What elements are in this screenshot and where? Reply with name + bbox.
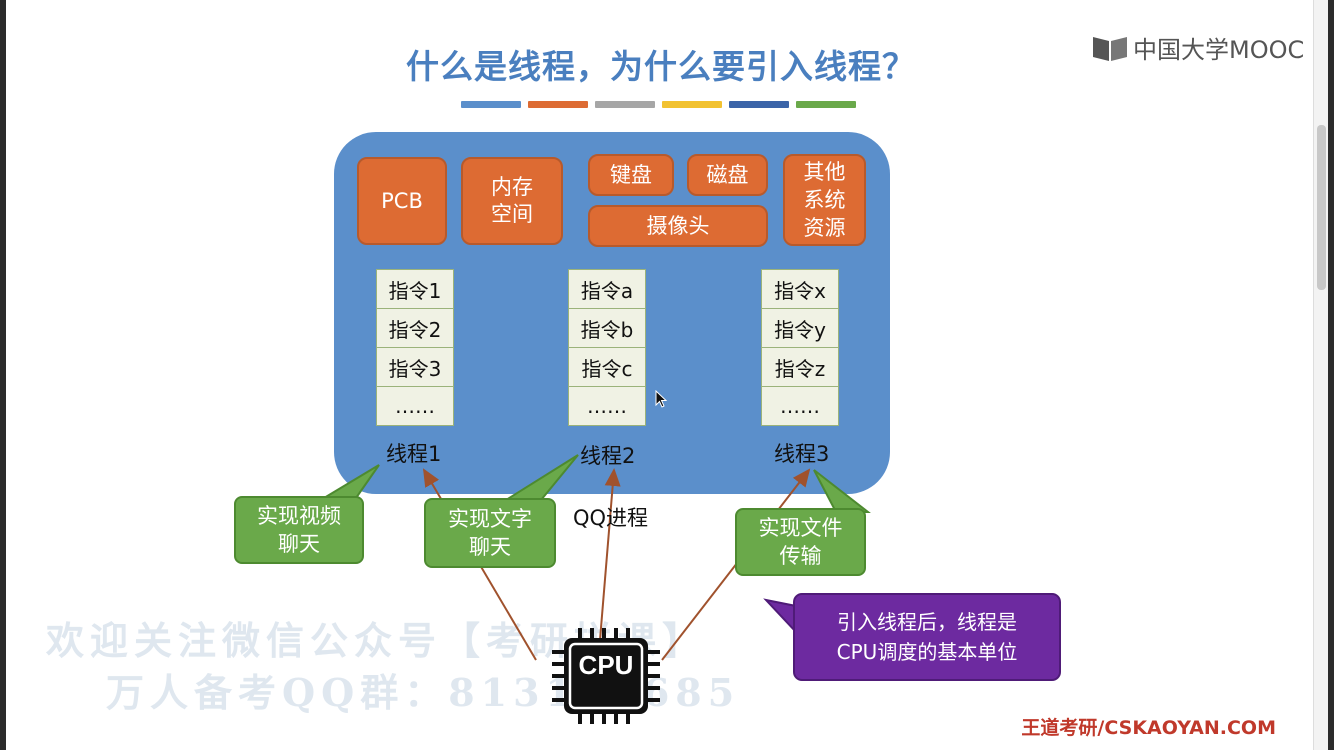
thread-1-instructions: 指令1 指令2 指令3 …… xyxy=(376,269,454,426)
resource-memory: 内存空间 xyxy=(461,157,563,245)
instruction-cell: 指令2 xyxy=(376,308,454,348)
instruction-cell: …… xyxy=(761,386,839,426)
cpu-label: CPU xyxy=(578,650,634,680)
slide: 欢迎关注微信公众号【考研拼课】 万人备考QQ群：813170685 什么是线程，… xyxy=(6,0,1328,750)
title-color-bar xyxy=(528,101,588,108)
thread-2-instructions: 指令a 指令b 指令c …… xyxy=(568,269,646,426)
callout-line: 传输 xyxy=(779,544,822,568)
callout-line: 实现文件 xyxy=(758,516,843,540)
purple-callout-tail xyxy=(763,598,797,635)
resource-disk: 磁盘 xyxy=(687,154,768,196)
instruction-cell: 指令b xyxy=(568,308,646,348)
note-line: 引入线程后，线程是 xyxy=(836,610,1017,634)
mooc-logo: 中国大学MOOC xyxy=(1091,30,1304,65)
resource-other-line: 其他 xyxy=(803,160,846,184)
resource-other-line: 系统 xyxy=(803,188,846,212)
slide-title: 什么是线程，为什么要引入线程？ xyxy=(406,47,916,86)
resource-memory-line: 内存 xyxy=(491,175,533,199)
mooc-logo-text: 中国大学MOOC xyxy=(1133,36,1305,64)
thread-3-instructions: 指令x 指令y 指令z …… xyxy=(761,269,839,426)
thread-3-label: 线程3 xyxy=(774,442,830,466)
title-color-bar xyxy=(595,101,655,108)
mouse-cursor-icon xyxy=(655,390,668,408)
callout-2-tail xyxy=(502,454,579,501)
callout-line: 实现文字 xyxy=(448,507,532,531)
process-label: QQ进程 xyxy=(573,506,649,530)
title-color-bar xyxy=(662,101,722,108)
instruction-cell: 指令c xyxy=(568,347,646,387)
resource-camera: 摄像头 xyxy=(588,205,768,247)
resource-memory-line: 空间 xyxy=(491,202,533,226)
thread-1-label: 线程1 xyxy=(386,442,442,466)
instruction-cell: …… xyxy=(568,386,646,426)
cpu-chip-icon xyxy=(552,628,660,724)
title-color-bar xyxy=(461,101,521,108)
callout-line: 聊天 xyxy=(278,532,320,556)
thread-2-label: 线程2 xyxy=(580,444,636,468)
callout-video-chat: 实现视频聊天 xyxy=(234,496,364,564)
instruction-cell: 指令a xyxy=(568,269,646,309)
cpu-to-thread-2-arrow xyxy=(599,468,621,641)
connector-layer xyxy=(320,454,871,661)
callout-3-tail xyxy=(813,469,871,513)
thread-scheduling-note: 引入线程后，线程是 CPU调度的基本单位 xyxy=(793,593,1061,681)
callout-file-transfer: 实现文件传输 xyxy=(735,508,866,576)
resource-pcb: PCB xyxy=(357,157,447,245)
resource-other-line: 资源 xyxy=(803,216,846,240)
callout-text-chat: 实现文字聊天 xyxy=(424,498,556,568)
scrollbar-thumb[interactable] xyxy=(1317,125,1326,290)
instruction-cell: …… xyxy=(376,386,454,426)
resource-keyboard: 键盘 xyxy=(588,154,674,196)
instruction-cell: 指令y xyxy=(761,308,839,348)
instruction-cell: 指令z xyxy=(761,347,839,387)
title-color-bar xyxy=(796,101,856,108)
instruction-cell: 指令x xyxy=(761,269,839,309)
footer-brand: 王道考研/CSKAOYAN.COM xyxy=(1021,717,1276,739)
callout-1-tail xyxy=(320,464,380,499)
mooc-book-icon xyxy=(1093,36,1127,61)
note-line: CPU调度的基本单位 xyxy=(836,640,1018,664)
resource-other: 其他系统资源 xyxy=(783,154,866,246)
callout-line: 实现视频 xyxy=(257,504,341,528)
title-color-bar xyxy=(729,101,789,108)
scrollbar[interactable] xyxy=(1313,0,1328,750)
callout-line: 聊天 xyxy=(469,535,511,559)
